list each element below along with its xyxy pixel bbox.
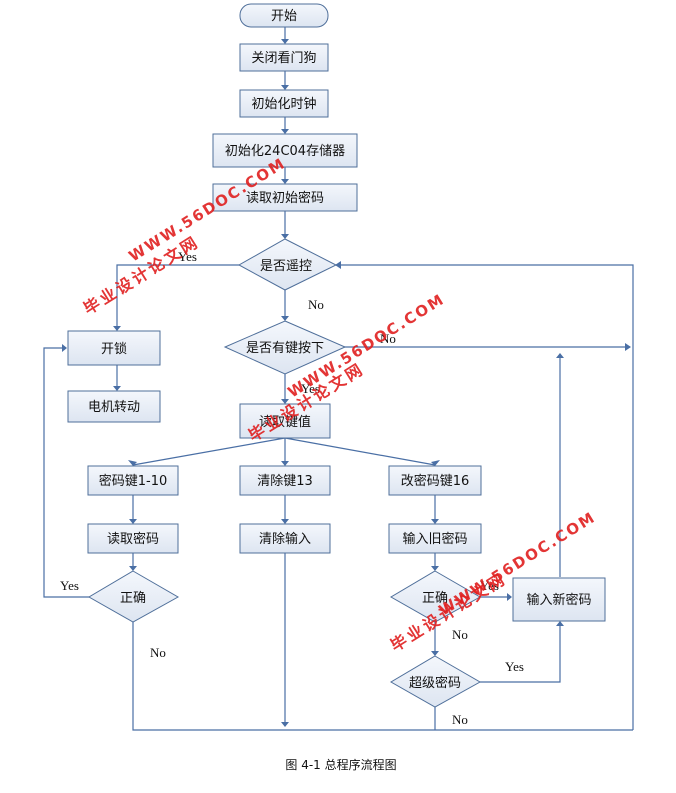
arrowheads [62,39,631,727]
password-key-label: 密码键1-10 [99,473,168,489]
init-memory-box: 初始化24C04存储器 [212,133,358,168]
connectors [43,27,634,731]
read-password-label: 读取密码 [107,531,159,547]
motor-box: 电机转动 [67,390,161,423]
close-watchdog-label: 关闭看门狗 [251,50,316,66]
label-yes-left: Yes [60,578,79,593]
input-new-box: 输入新密码 [512,577,606,622]
remote-decision-label: 是否遥控 [260,259,312,274]
start-label: 开始 [271,9,297,24]
super-password-label: 超级密码 [409,675,461,691]
correct-right-label: 正确 [422,591,448,606]
label-yes-right: Yes [480,578,499,593]
input-old-label: 输入旧密码 [402,531,467,547]
input-old-box: 输入旧密码 [388,523,482,554]
label-yes-key: Yes [301,381,320,396]
password-key-box: 密码键1-10 [87,465,179,496]
init-clock-label: 初始化时钟 [251,96,316,112]
unlock-label: 开锁 [101,341,127,357]
input-new-label: 输入新密码 [526,592,591,608]
label-no-key: No [380,331,396,346]
label-no-remote: No [308,297,324,312]
key-pressed-decision: 是否有键按下 [223,320,347,375]
clear-input-label: 清除输入 [259,531,311,547]
key-pressed-label: 是否有键按下 [246,341,324,356]
clear-key-label: 清除键13 [257,474,313,489]
clear-input-box: 清除输入 [239,523,331,554]
change-key-box: 改密码键16 [388,465,482,496]
close-watchdog-box: 关闭看门狗 [239,43,329,72]
figure-caption: 图 4-1 总程序流程图 [285,757,396,772]
correct-right-decision: 正确 [390,570,482,623]
correct-left-decision: 正确 [88,570,180,623]
read-password-box: 读取密码 [87,523,179,554]
init-clock-box: 初始化时钟 [239,89,329,118]
label-yes-super: Yes [505,659,524,674]
label-no-right: No [452,627,468,642]
init-memory-label: 初始化24C04存储器 [225,144,345,159]
start-terminal: 开始 [239,3,329,28]
read-init-password-box: 读取初始密码 [212,183,358,212]
read-init-password-label: 读取初始密码 [246,190,324,206]
correct-left-label: 正确 [120,591,146,606]
change-key-label: 改密码键16 [401,473,470,489]
clear-key-box: 清除键13 [239,465,331,496]
unlock-box: 开锁 [67,330,161,366]
label-yes-remote: Yes [178,249,197,264]
motor-label: 电机转动 [88,400,140,415]
super-password-decision: 超级密码 [390,655,482,708]
label-no-left: No [150,645,166,660]
remote-decision: 是否遥控 [237,238,338,291]
label-no-super: No [452,712,468,727]
read-key-label: 读取键值 [259,414,311,430]
read-key-box: 读取键值 [239,403,331,439]
